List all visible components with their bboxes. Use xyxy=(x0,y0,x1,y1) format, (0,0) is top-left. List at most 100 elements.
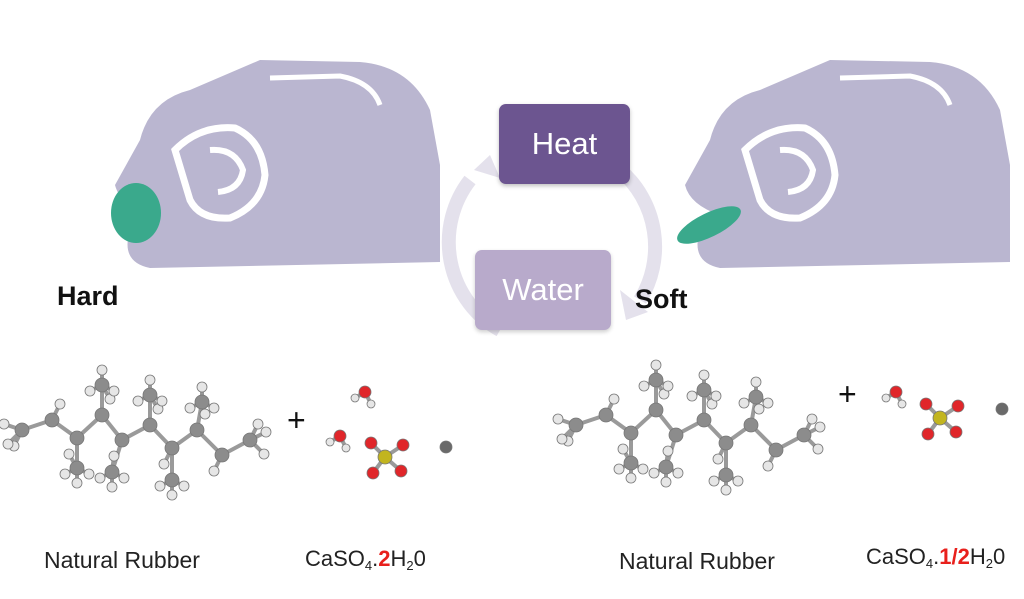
carbon-atom xyxy=(696,382,712,398)
hydrogen-atom xyxy=(662,380,674,392)
carbon-atom xyxy=(44,412,60,428)
left-rubber-label: Natural Rubber xyxy=(44,547,200,573)
hydrogen-atom xyxy=(762,397,774,409)
carbon-atom xyxy=(94,377,110,393)
carbon-atom xyxy=(648,402,664,418)
hydrogen-atom xyxy=(154,480,166,492)
hydrogen-atom xyxy=(252,418,264,430)
left-formula: CaSO4.2H20 xyxy=(305,546,426,573)
carbon-atom xyxy=(164,472,180,488)
oxygen-atom xyxy=(889,385,903,399)
oxygen-atom xyxy=(396,438,410,452)
hard-ball xyxy=(111,183,161,243)
hydrogen-atom xyxy=(341,443,351,453)
hydrogen-atom xyxy=(556,433,568,445)
hydrogen-atom xyxy=(71,477,83,489)
hydrogen-atom xyxy=(260,426,272,438)
oxygen-atom xyxy=(394,464,408,478)
carbon-atom xyxy=(214,447,230,463)
sulfur-atom xyxy=(377,449,393,465)
carbon-atom xyxy=(696,412,712,428)
oxygen-atom xyxy=(366,466,380,480)
soft-ball xyxy=(677,206,741,244)
carbon-atom xyxy=(768,442,784,458)
hydrogen-atom xyxy=(738,397,750,409)
carbon-atom xyxy=(189,422,205,438)
left-hand-icon xyxy=(115,60,440,268)
hydrogen-atom xyxy=(350,393,360,403)
hydrogen-atom xyxy=(96,364,108,376)
hydrogen-atom xyxy=(812,443,824,455)
right-rubber-label: Natural Rubber xyxy=(619,548,775,574)
carbon-atom xyxy=(658,459,674,475)
carbon-atom xyxy=(94,407,110,423)
soft-label: Soft xyxy=(635,284,688,314)
hydrogen-atom xyxy=(648,467,660,479)
hydrogen-atom xyxy=(118,472,130,484)
hard-label: Hard xyxy=(57,281,119,311)
carbon-atom xyxy=(104,464,120,480)
carbon-atom xyxy=(114,432,130,448)
hydrogen-atom xyxy=(662,445,674,457)
hydrogen-atom xyxy=(184,402,196,414)
carbon-atom xyxy=(164,440,180,456)
hydrogen-atom xyxy=(108,385,120,397)
hydrogen-atom xyxy=(94,472,106,484)
hydrogen-atom xyxy=(814,421,826,433)
oxygen-atom xyxy=(949,425,963,439)
carbon-atom xyxy=(796,427,812,443)
carbon-atom xyxy=(598,407,614,423)
hydrogen-atom xyxy=(208,402,220,414)
carbon-atom xyxy=(69,430,85,446)
hydrogen-atom xyxy=(625,472,637,484)
water-box: Water xyxy=(475,250,611,330)
oxygen-atom xyxy=(919,397,933,411)
right-hand-icon xyxy=(685,60,1010,268)
right-hydration-coefficient: 1/2 xyxy=(939,544,970,569)
hydrogen-atom xyxy=(59,468,71,480)
carbon-atom xyxy=(718,467,734,483)
oxygen-atom xyxy=(333,429,347,443)
carbon-atom xyxy=(623,425,639,441)
hydrogen-atom xyxy=(83,468,95,480)
sulfur-atom xyxy=(932,410,948,426)
hydrogen-atom xyxy=(552,413,564,425)
carbon-atom xyxy=(142,387,158,403)
hydrogen-atom xyxy=(258,448,270,460)
hydrogen-atom xyxy=(0,418,10,430)
hydrogen-atom xyxy=(672,467,684,479)
hydrogen-atom xyxy=(2,438,14,450)
hydrogen-atom xyxy=(106,481,118,493)
hydrogen-atom xyxy=(366,399,376,409)
water-label: Water xyxy=(502,272,584,307)
molecules-layer xyxy=(0,359,1009,501)
oxygen-atom xyxy=(921,427,935,441)
hydrogen-atom xyxy=(806,413,818,425)
hydrogen-atom xyxy=(732,475,744,487)
hydrogen-atom xyxy=(650,359,662,371)
hydrogen-atom xyxy=(638,380,650,392)
carbon-atom xyxy=(743,417,759,433)
carbon-atom xyxy=(69,460,85,476)
left-hydration-coefficient: 2 xyxy=(378,546,391,571)
carbon-atom xyxy=(568,417,584,433)
hydrogen-atom xyxy=(132,395,144,407)
oxygen-atom xyxy=(358,385,372,399)
plus-sign-right: + xyxy=(838,376,857,412)
hydrogen-atom xyxy=(881,393,891,403)
carbon-atom xyxy=(142,417,158,433)
hydrogen-atom xyxy=(156,395,168,407)
hydrogen-atom xyxy=(617,443,629,455)
hydrogen-atom xyxy=(897,399,907,409)
hydrogen-atom xyxy=(613,463,625,475)
hydrogen-atom xyxy=(108,450,120,462)
oxygen-atom xyxy=(951,399,965,413)
hydrogen-atom xyxy=(712,453,724,465)
carbon-atom xyxy=(668,427,684,443)
carbon-atom xyxy=(242,432,258,448)
hydrogen-atom xyxy=(753,403,765,415)
hydrogen-atom xyxy=(660,476,672,488)
hydrogen-atom xyxy=(325,437,335,447)
